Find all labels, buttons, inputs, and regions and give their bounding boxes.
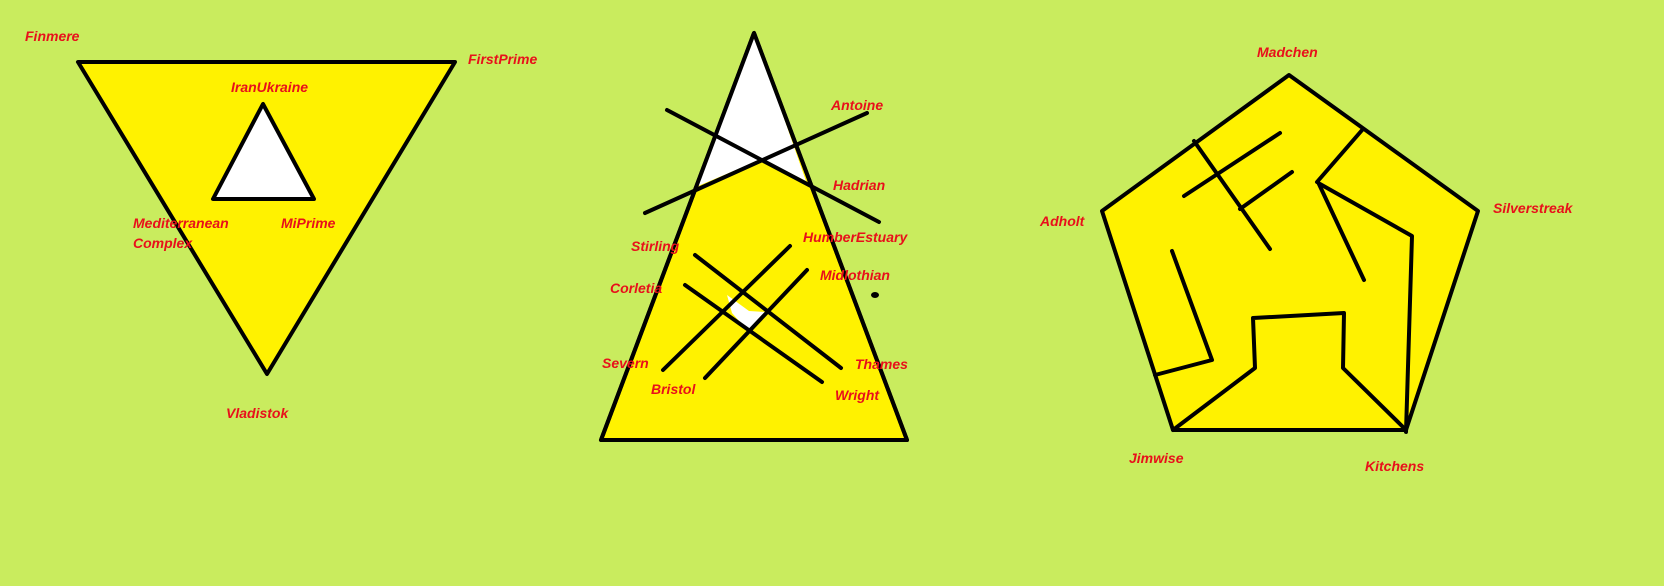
figure-inverted-triangle: Finmere FirstPrime IranUkraine Mediterra…: [25, 28, 537, 421]
label-stirling: Stirling: [631, 238, 680, 254]
label-antoine: Antoine: [830, 97, 883, 113]
label-thames: Thames: [855, 356, 908, 372]
label-hadrian: Hadrian: [833, 177, 885, 193]
cross-line-e: [661, 244, 792, 372]
pentagon: [1100, 73, 1480, 432]
maze-line-4: [1315, 127, 1365, 184]
maze-line-8: [1171, 311, 1406, 432]
maze-line-3: [1238, 170, 1294, 211]
label-humberestuary: HumberEstuary: [803, 229, 908, 245]
maze-lines: [1153, 127, 1414, 434]
cross-line-d: [683, 283, 824, 384]
label-jimwise: Jimwise: [1129, 450, 1184, 466]
label-wright: Wright: [835, 387, 880, 403]
figure-tall-triangle: Antoine Hadrian HumberEstuary Stirling M…: [599, 31, 909, 442]
label-kitchens: Kitchens: [1365, 458, 1424, 474]
label-madchen: Madchen: [1257, 44, 1318, 60]
cross-line-a: [665, 108, 881, 224]
label-firstprime: FirstPrime: [468, 51, 537, 67]
inner-white-triangle: [211, 102, 316, 201]
label-silverstreak: Silverstreak: [1493, 200, 1574, 216]
label-miprime: MiPrime: [281, 215, 336, 231]
label-bristol: Bristol: [651, 381, 696, 397]
label-mediterranean-line1: Mediterranean: [133, 215, 229, 231]
maze-line-1: [1192, 139, 1272, 251]
cross-line-f: [703, 268, 809, 380]
label-adholt: Adholt: [1039, 213, 1086, 229]
label-severn: Severn: [602, 355, 649, 371]
small-dot: [871, 292, 879, 298]
label-mediterranean-line2: Complex: [133, 235, 193, 251]
label-vladistok: Vladistok: [226, 405, 289, 421]
crossing-lines: [643, 108, 881, 384]
maze-line-2: [1182, 131, 1282, 198]
maze-line-5: [1316, 180, 1366, 282]
maze-line-6: [1318, 182, 1414, 434]
cross-line-b: [643, 111, 869, 215]
maze-line-7: [1153, 249, 1214, 377]
white-top-region: [698, 33, 806, 186]
label-midlothian: Midlothian: [820, 267, 890, 283]
label-iranukraine: IranUkraine: [231, 79, 308, 95]
label-finmere: Finmere: [25, 28, 80, 44]
label-corletia: Corletia: [610, 280, 662, 296]
tall-triangle-outline: [599, 31, 909, 442]
figure-pentagon: Madchen Adholt Silverstreak Jimwise Kitc…: [1039, 44, 1574, 474]
outer-inverted-triangle: [76, 60, 457, 376]
